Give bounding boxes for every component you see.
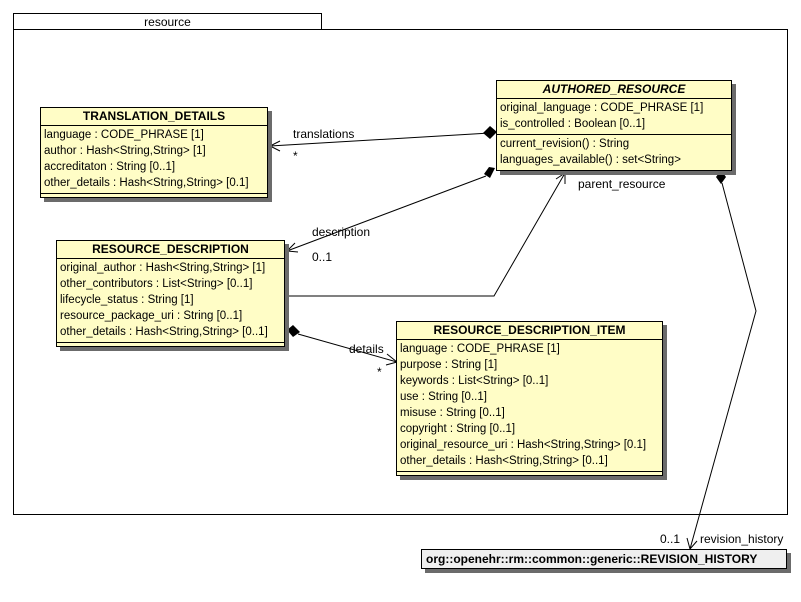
class-name: RESOURCE_DESCRIPTION_ITEM — [397, 322, 662, 340]
parent-resource-arrowhead — [555, 172, 566, 184]
attribute-row: is_controlled : Boolean [0..1] — [500, 118, 646, 130]
attribute-row: other_details : Hash<String,String> [0..… — [60, 326, 268, 338]
attributes-section: language : CODE_PHRASE [1] purpose : Str… — [397, 340, 662, 472]
attribute-row: language : CODE_PHRASE [1] — [44, 129, 204, 141]
details-role-label: details — [349, 342, 384, 356]
operations-section — [41, 194, 267, 197]
attribute-row: other_details : Hash<String,String> [0..… — [400, 455, 608, 467]
details-diamond — [287, 325, 300, 337]
attribute-row: other_contributors : List<String> [0..1] — [60, 278, 253, 290]
revision-history-line — [689, 182, 757, 550]
class-resource-description[interactable]: RESOURCE_DESCRIPTION original_author : H… — [56, 240, 285, 347]
revision-history-role-label: revision_history — [700, 532, 784, 546]
attribute-row: copyright : String [0..1] — [400, 423, 516, 435]
attribute-row: lifecycle_status : String [1] — [60, 294, 194, 306]
operations-section — [57, 343, 284, 346]
attribute-row: language : CODE_PHRASE [1] — [400, 343, 560, 355]
attribute-row: misuse : String [0..1] — [400, 407, 505, 419]
operations-section — [397, 472, 662, 475]
attribute-row: original_author : Hash<String,String> [1… — [60, 262, 266, 274]
attribute-row: use : String [0..1] — [400, 391, 487, 403]
operation-row: languages_available() : set<String> — [500, 154, 681, 166]
translations-diamond — [483, 126, 497, 139]
package-name: resource — [144, 15, 191, 29]
attribute-row: author : Hash<String,String> [1] — [44, 145, 206, 157]
revision-history-multiplicity: 0..1 — [660, 532, 681, 546]
description-arrowhead — [285, 242, 299, 253]
class-resource-description-item[interactable]: RESOURCE_DESCRIPTION_ITEM language : COD… — [396, 321, 663, 476]
parent-resource-line — [287, 172, 566, 297]
description-role-label: description — [312, 225, 371, 239]
class-revision-history[interactable]: org::openehr::rm::common::generic::REVIS… — [421, 549, 787, 569]
attributes-section: language : CODE_PHRASE [1] author : Hash… — [41, 126, 267, 194]
class-name: RESOURCE_DESCRIPTION — [57, 241, 284, 259]
package-tab: resource — [13, 13, 322, 30]
attribute-row: other_details : Hash<String,String> [0.1… — [44, 177, 249, 189]
description-line — [286, 175, 487, 252]
translations-line — [269, 132, 491, 147]
translations-multiplicity: * — [293, 149, 298, 163]
attribute-row: original_language : CODE_PHRASE [1] — [500, 102, 704, 114]
class-name: TRANSLATION_DETAILS — [41, 108, 267, 126]
translations-role-label: translations — [293, 127, 355, 141]
class-translation-details[interactable]: TRANSLATION_DETAILS language : CODE_PHRA… — [40, 107, 268, 198]
operations-section: current_revision() : String languages_av… — [497, 135, 731, 170]
description-multiplicity: 0..1 — [312, 250, 333, 264]
revision-history-diamond — [716, 170, 726, 184]
attribute-row: accreditaton : String [0..1] — [44, 161, 176, 173]
attribute-row: original_resource_uri : Hash<String,Stri… — [400, 439, 647, 451]
attributes-section: original_language : CODE_PHRASE [1] is_c… — [497, 99, 731, 135]
class-authored-resource[interactable]: AUTHORED_RESOURCE original_language : CO… — [496, 80, 732, 171]
class-name: AUTHORED_RESOURCE — [497, 81, 731, 99]
description-diamond — [484, 167, 495, 178]
operation-row: current_revision() : String — [500, 138, 630, 150]
translations-arrowhead — [268, 140, 281, 152]
attribute-row: purpose : String [1] — [400, 359, 498, 371]
class-name: org::openehr::rm::common::generic::REVIS… — [426, 552, 758, 566]
attribute-row: keywords : List<String> [0..1] — [400, 375, 549, 387]
attributes-section: original_author : Hash<String,String> [1… — [57, 259, 284, 343]
attribute-row: resource_package_uri : String [0..1] — [60, 310, 243, 322]
details-line — [297, 333, 398, 363]
parent-resource-role-label: parent_resource — [578, 177, 666, 191]
details-multiplicity: * — [377, 365, 382, 379]
